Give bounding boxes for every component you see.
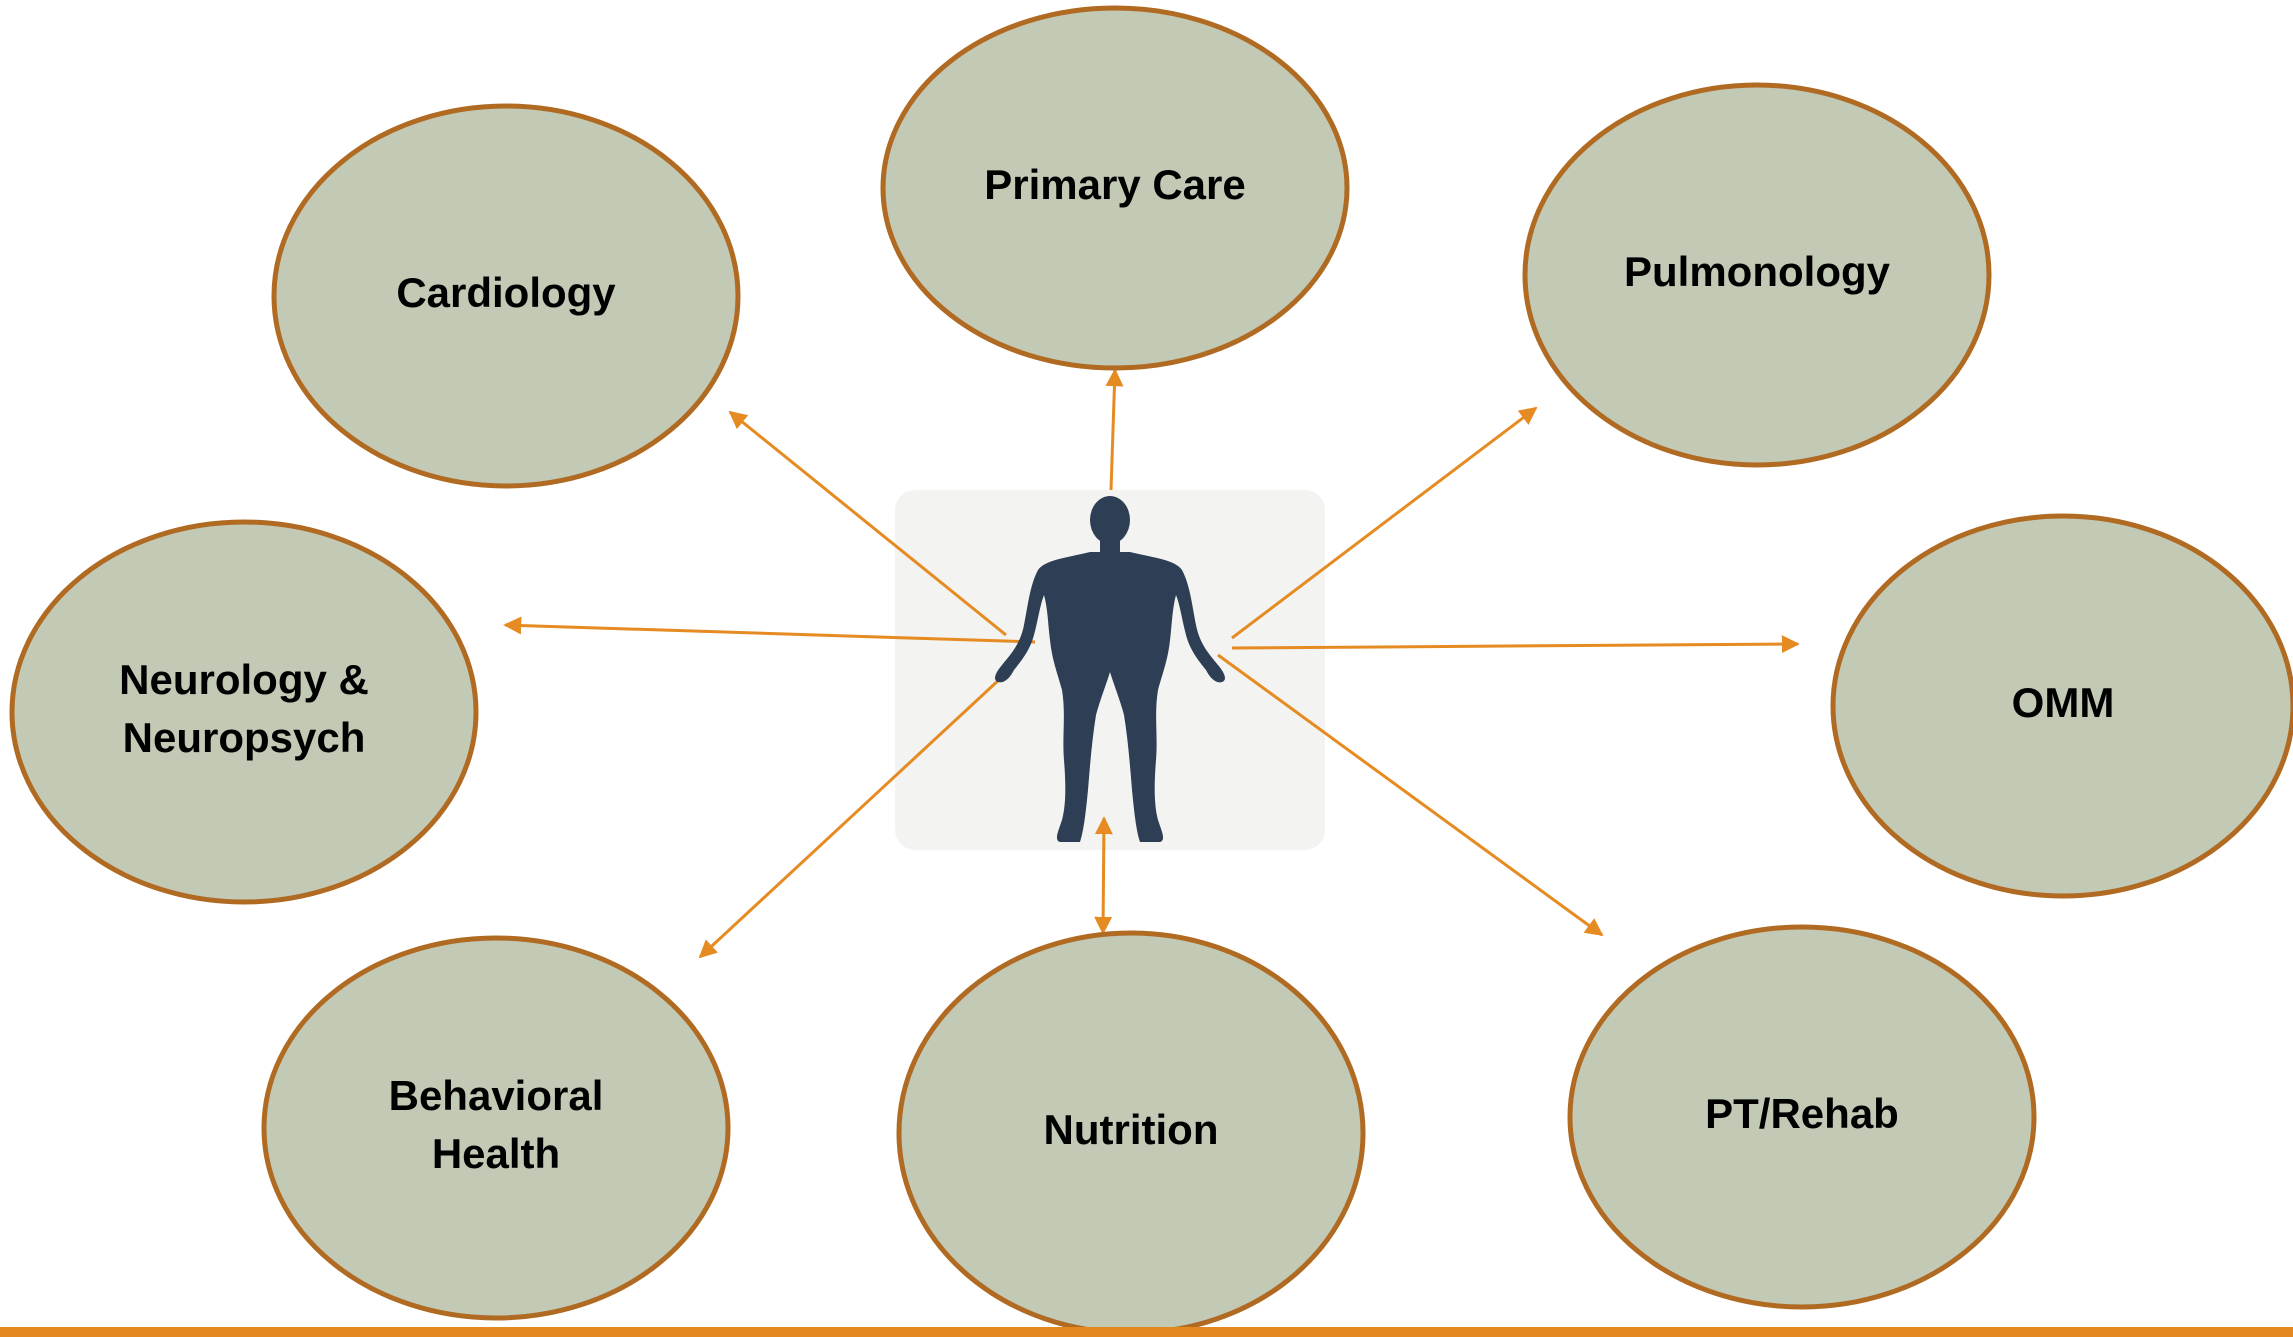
- node-ellipse: [1522, 82, 1992, 468]
- connector-arrow: [1094, 816, 1113, 935]
- node-label: Neuropsych: [123, 714, 366, 761]
- connector-arrow: [728, 410, 1007, 637]
- person-icon: [995, 496, 1225, 842]
- node-label: PT/Rehab: [1705, 1090, 1899, 1137]
- node-label: OMM: [2012, 679, 2115, 726]
- node-label: Nutrition: [1044, 1106, 1219, 1153]
- connectors: [503, 368, 1800, 959]
- connector-arrow: [1231, 635, 1800, 654]
- connector-arrow: [1231, 406, 1538, 640]
- node-pt-rehab: PT/Rehab: [1567, 924, 2037, 1310]
- connector-arrow: [1105, 368, 1124, 491]
- node-label: Health: [432, 1130, 560, 1177]
- node-label: Neurology &: [119, 656, 369, 703]
- node-ellipse: [1830, 513, 2293, 899]
- node-primary-care: Primary Care: [880, 5, 1350, 371]
- node-nutrition: Nutrition: [896, 930, 1366, 1336]
- node-omm: OMM: [1830, 513, 2293, 899]
- node-label: Behavioral: [389, 1072, 604, 1119]
- node-ellipse: [1567, 924, 2037, 1310]
- node-label: Cardiology: [396, 269, 616, 316]
- node-cardiology: Cardiology: [271, 103, 741, 489]
- node-label: Pulmonology: [1624, 248, 1891, 295]
- node-ellipse: [271, 103, 741, 489]
- node-ellipse: [261, 935, 731, 1321]
- connector-arrow: [1217, 653, 1604, 937]
- node-neurology: Neurology & Neuropsych: [9, 519, 479, 905]
- node-ellipse: [9, 519, 479, 905]
- node-pulmonology: Pulmonology: [1522, 82, 1992, 468]
- node-ellipse: [880, 5, 1350, 371]
- bottom-rule: [0, 1327, 2293, 1337]
- connector-arrow: [698, 663, 1017, 959]
- connector-arrow: [503, 616, 1036, 644]
- node-label: Primary Care: [984, 161, 1246, 208]
